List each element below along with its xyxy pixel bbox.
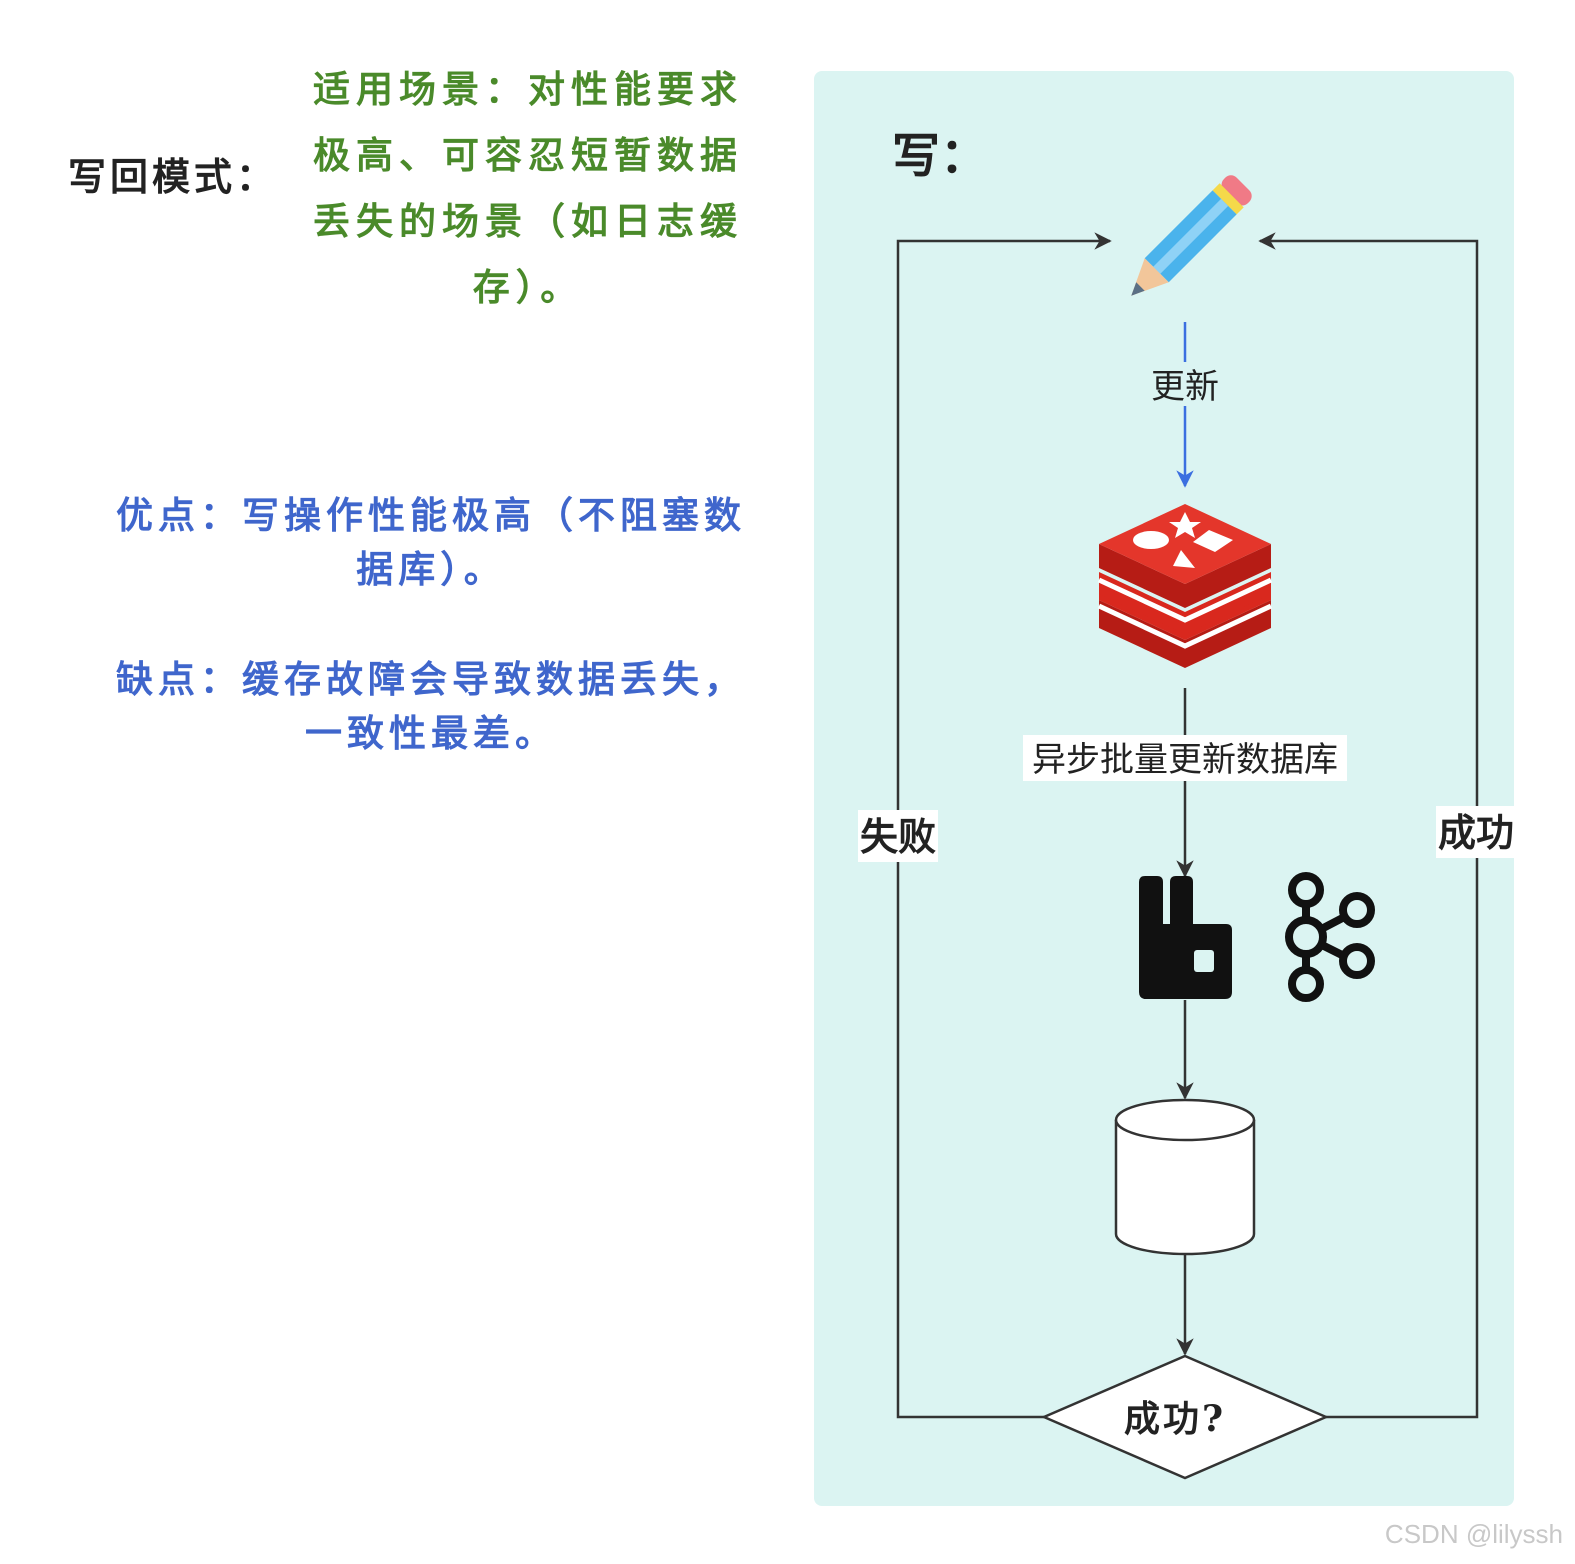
cons-line: 缺点：缓存故障会导致数据丢失， (116, 657, 746, 701)
pros-line: 据库）。 (356, 547, 506, 591)
scenario-line: 存）。 (472, 265, 584, 309)
cons-line: 一致性最差。 (305, 711, 557, 755)
panel-title: 写： (892, 128, 988, 184)
pros-text: 优点：写操作性能极高（不阻塞数 据库）。 (96, 488, 766, 596)
success-label-bg (1436, 806, 1516, 858)
async-label: 异步批量更新数据库 (1032, 740, 1338, 780)
scenario-text: 适用场景：对性能要求 极高、可容忍短暂数据 丢失的场景（如日志缓 存）。 (300, 56, 756, 320)
write-panel-background (814, 71, 1514, 1506)
redis-icon (1097, 504, 1273, 668)
kafka-icon (1285, 872, 1375, 1002)
success-label: 成功 (1438, 811, 1514, 855)
scenario-line: 丢失的场景（如日志缓 (313, 199, 743, 243)
rabbitmq-icon (1139, 876, 1232, 999)
mode-title: 写回模式： (68, 154, 279, 199)
pencil-icon (1131, 175, 1252, 296)
async-label-bg (1023, 735, 1347, 781)
update-label: 更新 (1151, 367, 1219, 407)
scenario-line: 适用场景：对性能要求 (313, 67, 743, 111)
pros-line: 优点：写操作性能极高（不阻塞数 (116, 493, 746, 537)
fail-label: 失败 (860, 815, 936, 859)
watermark: CSDN @lilyssh (1384, 1519, 1563, 1549)
update-label-bg (1148, 362, 1222, 406)
decision-label: 成功? (1124, 1398, 1226, 1440)
cons-text: 缺点：缓存故障会导致数据丢失， 一致性最差。 (96, 652, 766, 760)
database-icon (1114, 1098, 1256, 1256)
scenario-line: 极高、可容忍短暂数据 (313, 133, 743, 177)
fail-label-bg (858, 810, 938, 862)
decision-diamond (1040, 1354, 1330, 1480)
